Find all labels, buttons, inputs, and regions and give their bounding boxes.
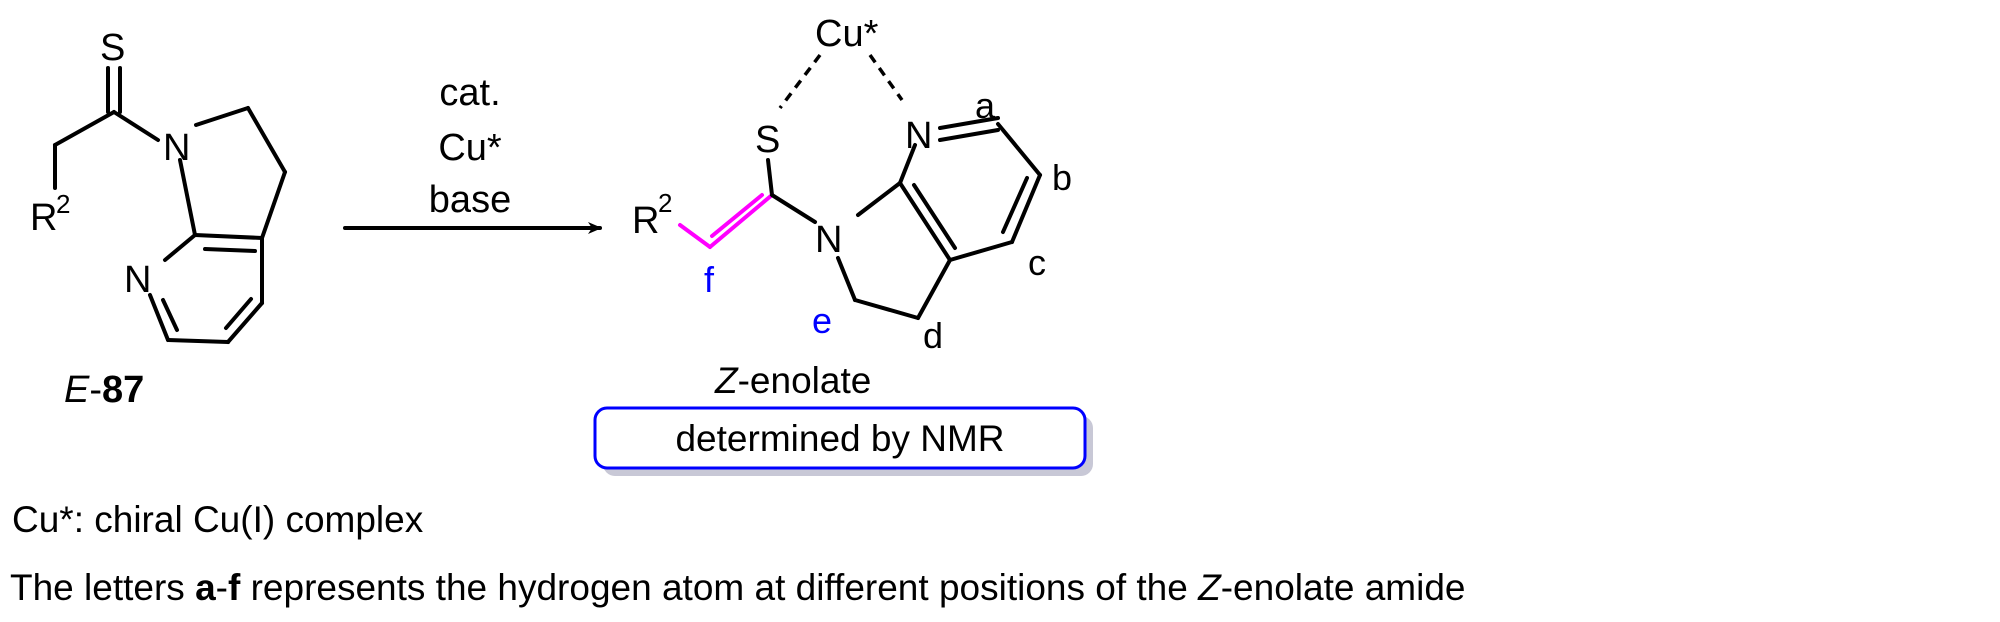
- note-letters-explanation: The letters a-f represents the hydrogen …: [10, 567, 1465, 608]
- condition-catalyst: cat.: [439, 72, 500, 114]
- product-r-superscript: 2: [658, 188, 672, 218]
- product-copper-label: Cu*: [815, 13, 879, 55]
- h-label-c: c: [1028, 242, 1046, 283]
- note-italic-z: Z: [1197, 567, 1222, 608]
- note-mid: represents the hydrogen atom at differen…: [240, 567, 1198, 608]
- note-post: -enolate amide: [1221, 567, 1466, 608]
- note-dash: -: [216, 567, 228, 608]
- sm-label-italic: E: [64, 369, 90, 411]
- sm-sulfur-atom: S: [100, 27, 125, 69]
- sm-pyridine-nitrogen: N: [124, 259, 151, 301]
- product-label: Z-enolate: [714, 360, 871, 401]
- product-label-italic: Z: [714, 360, 739, 401]
- h-label-a: a: [975, 85, 996, 126]
- sm-r-superscript: 2: [56, 189, 70, 219]
- starting-material-structure: S N N R 2 E-87: [30, 27, 287, 411]
- sm-label-number: 87: [102, 369, 144, 411]
- condition-base: base: [429, 179, 511, 221]
- condition-copper: Cu*: [438, 127, 502, 169]
- reaction-arrow: cat. Cu* base: [343, 72, 602, 234]
- starting-material-label: E-87: [64, 369, 144, 411]
- product-pyridine-nitrogen: N: [905, 115, 932, 157]
- product-amide-nitrogen: N: [815, 219, 842, 261]
- product-sulfur-atom: S: [755, 119, 780, 161]
- h-label-e: e: [812, 300, 832, 341]
- note-copper-definition: Cu*: chiral Cu(I) complex: [12, 499, 424, 540]
- nmr-box: determined by NMR: [593, 406, 1093, 476]
- h-label-f: f: [704, 259, 715, 300]
- h-label-d: d: [923, 315, 943, 356]
- nmr-box-text: determined by NMR: [675, 418, 1004, 459]
- note-pre: The letters: [10, 567, 195, 608]
- sm-r-group: R: [30, 197, 57, 239]
- note-bold-f: f: [228, 567, 241, 608]
- note-bold-a: a: [195, 567, 216, 608]
- sm-label-dash: -: [89, 369, 102, 411]
- product-structure: Cu* S N N: [593, 13, 1093, 476]
- product-label-rest: -enolate: [738, 360, 872, 401]
- h-label-b: b: [1052, 157, 1072, 198]
- product-r-group: R: [632, 200, 659, 242]
- sm-amide-nitrogen: N: [163, 127, 190, 169]
